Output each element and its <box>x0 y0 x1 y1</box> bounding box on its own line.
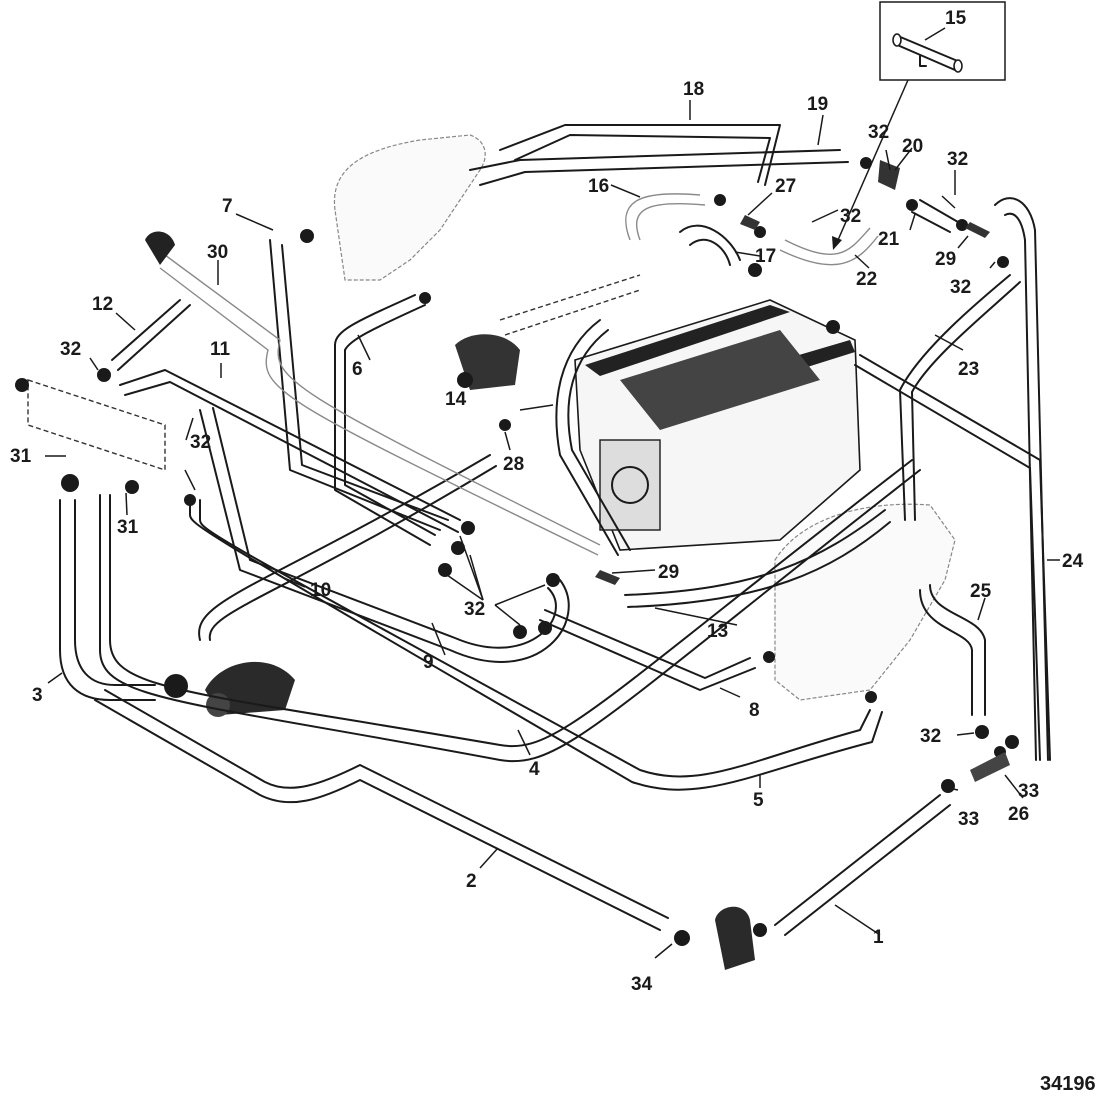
callout-32d: 32 <box>840 206 861 227</box>
callout-12: 12 <box>92 294 113 315</box>
callout-31b: 31 <box>117 517 139 538</box>
callout-33a: 33 <box>1018 781 1039 802</box>
callout-10: 10 <box>310 580 331 601</box>
leader-lines <box>45 100 1060 959</box>
callout-18: 18 <box>683 79 704 100</box>
callout-8: 8 <box>749 700 760 721</box>
callout-31a: 31 <box>10 446 32 467</box>
callout-15: 15 <box>945 8 967 29</box>
callout-32h: 32 <box>920 726 941 747</box>
callout-32c: 32 <box>464 599 485 620</box>
figure-id: 34196 <box>1040 1073 1096 1095</box>
callout-27: 27 <box>775 176 796 197</box>
callout-5: 5 <box>753 790 764 811</box>
exhaust-manifold-right <box>763 503 956 703</box>
hose-10 <box>198 454 497 641</box>
callout-25: 25 <box>970 581 992 602</box>
callout-32a: 32 <box>60 339 81 360</box>
hose-25 <box>919 584 986 716</box>
callout-21: 21 <box>878 229 900 250</box>
hose-7 <box>269 239 449 531</box>
callout-9: 9 <box>423 652 434 673</box>
hose-9 <box>199 407 570 663</box>
clamps <box>97 157 1019 793</box>
callout-32e: 32 <box>868 122 889 143</box>
callouts: 1 2 3 4 5 6 7 8 9 10 11 12 13 14 16 17 1… <box>10 79 1084 995</box>
callout-24: 24 <box>1062 551 1084 572</box>
callout-34: 34 <box>631 974 653 995</box>
callout-23: 23 <box>958 359 979 380</box>
callout-6: 6 <box>352 359 363 380</box>
hose-22 <box>779 227 879 266</box>
callout-32b: 32 <box>190 432 211 453</box>
hose-17 <box>679 224 741 266</box>
callout-28: 28 <box>503 454 524 475</box>
callout-2: 2 <box>466 871 477 892</box>
callout-29a: 29 <box>658 562 679 583</box>
callout-3: 3 <box>32 685 43 706</box>
hose-30 <box>145 231 601 556</box>
hose-11 <box>119 369 461 533</box>
callout-32g: 32 <box>950 277 971 298</box>
inset-box-item-15: 15 <box>832 1 1006 250</box>
hose-12 <box>111 299 191 371</box>
hose-5 <box>189 499 883 791</box>
hose-16 <box>625 193 706 241</box>
exhaust-manifold-left <box>333 134 486 304</box>
callout-19: 19 <box>807 94 828 115</box>
engine-block <box>574 299 861 551</box>
callout-30: 30 <box>207 242 228 263</box>
heat-exchanger <box>15 378 196 506</box>
callout-1: 1 <box>873 927 884 948</box>
hose-2 <box>94 689 669 931</box>
hose-8 <box>539 609 756 691</box>
hose-14 <box>555 319 631 556</box>
hose-3 <box>59 499 156 701</box>
callout-17: 17 <box>755 246 776 267</box>
callout-4: 4 <box>529 759 540 780</box>
hose-18 <box>499 124 781 186</box>
callout-32f: 32 <box>947 149 968 170</box>
callout-16: 16 <box>588 176 609 197</box>
callout-11: 11 <box>210 339 231 360</box>
hose-19 <box>469 149 849 186</box>
crossover-tube-part <box>892 33 963 73</box>
callout-13: 13 <box>707 621 728 642</box>
hose-1 <box>774 794 951 936</box>
callout-14: 14 <box>445 389 467 410</box>
callout-7: 7 <box>222 196 233 217</box>
hose-13 <box>624 509 891 608</box>
hose-24 <box>994 197 1049 761</box>
callout-22: 22 <box>856 269 877 290</box>
hose-21 <box>911 199 959 233</box>
thermostat-housing <box>674 906 767 970</box>
callout-26: 26 <box>1008 804 1029 825</box>
hose-4 <box>99 459 921 763</box>
callout-29b: 29 <box>935 249 956 270</box>
circulating-pump <box>455 274 641 390</box>
callout-20: 20 <box>902 136 923 157</box>
callout-33b: 33 <box>958 809 979 830</box>
